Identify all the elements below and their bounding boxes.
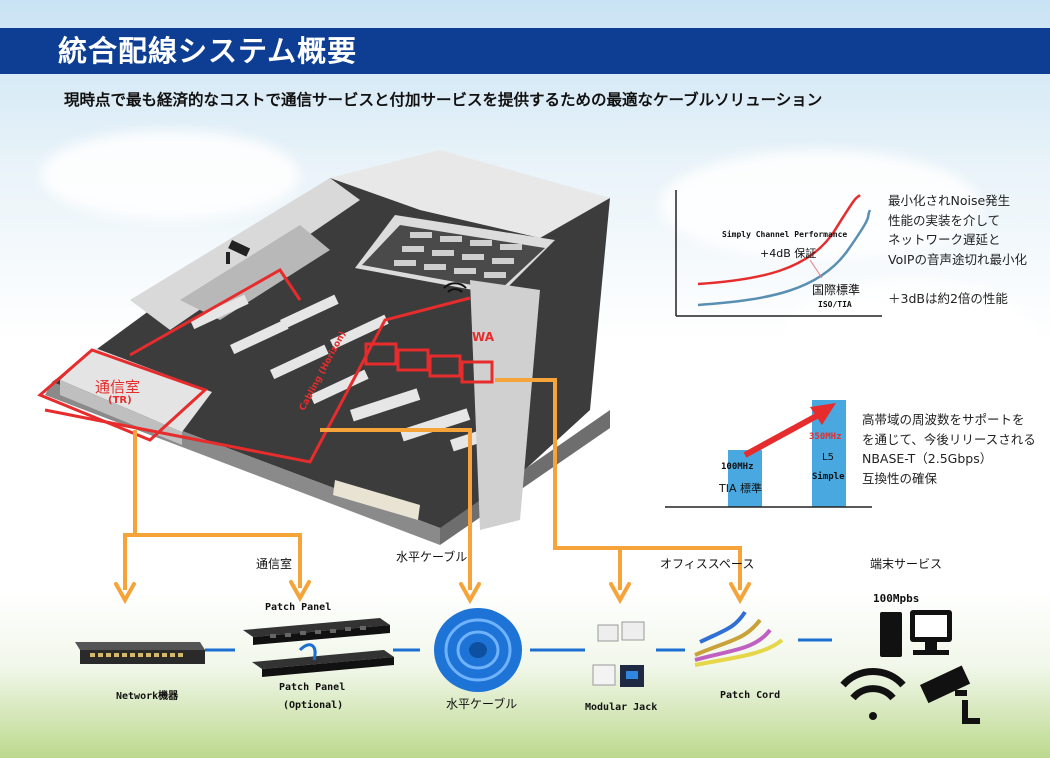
office-desks (190, 294, 511, 452)
flow-label-office: オフィススペース (660, 557, 755, 571)
title-bar (0, 28, 1050, 74)
computer-icon (880, 610, 952, 657)
cabling-outline (44, 296, 471, 464)
cable-label: 水平ケーブル (446, 697, 518, 711)
growth-arrowhead (810, 403, 836, 425)
page-subtitle: 現時点で最も経済的なコストで通信サービスと付加サービスを提供するための最適なケー… (64, 91, 823, 109)
bandwidth-notes: 高帯域の周波数をサポートを を通じて、今後リリースされる NBASE-T（2.5… (862, 410, 1036, 488)
cctv-icon (226, 239, 251, 264)
note-line: ネットワーク遅延と (888, 232, 1001, 247)
flow-label-tr: 通信室 (256, 557, 293, 571)
note-line: VoIPの音声途切れ最小化 (888, 251, 1027, 267)
cable-reel-icon (434, 608, 522, 692)
performance-chart (675, 190, 882, 317)
cloud (780, 280, 1040, 400)
wa-outlines (364, 342, 494, 384)
wifi-icon (840, 668, 906, 720)
note-line: NBASE-T（2.5Gbps） (862, 451, 993, 466)
tr-room-wall (60, 348, 212, 432)
bar1-label: TIA 標準 (719, 482, 762, 495)
cord-label: Patch Cord (720, 690, 781, 701)
delta-marker (809, 259, 823, 279)
modular-jack-icon (592, 621, 645, 687)
note-line: 性能の実装を介して (888, 212, 1001, 228)
note-line: 最小化されNoise発生 (888, 193, 1011, 208)
note-line: を通じて、今後リリースされる (862, 431, 1036, 447)
patch-cord-icon (694, 610, 784, 667)
cloud (40, 130, 300, 220)
patch-panel-optional-sublabel: (Optional) (283, 700, 344, 711)
curve-label-guarantee: +4dB 保証 (760, 247, 817, 260)
standard-label: 国際標準 (812, 283, 861, 297)
note-line: 互換性の確保 (862, 470, 938, 486)
wa-label: WA (472, 330, 494, 344)
patch-panel-icon (243, 618, 390, 645)
orange-lines (123, 378, 742, 590)
shelves (333, 480, 420, 520)
wifi-icon (443, 282, 467, 293)
tr-room-outline (37, 348, 208, 442)
standard-sublabel: ISO/TIA (818, 300, 852, 309)
growth-arrow (743, 410, 824, 458)
room-walls (330, 150, 610, 238)
cctv-icon (919, 665, 980, 724)
curve-label: Simply Channel Performance (722, 230, 848, 239)
patch-panel-optional-icon (252, 643, 394, 677)
training-desks (394, 232, 522, 278)
flow-label-terminal: 端末サービス (870, 557, 943, 571)
tr-room-wall (60, 380, 182, 445)
bar2-sublabel: Simple (812, 472, 845, 482)
patch-panel-optional-label: Patch Panel (279, 682, 346, 693)
flow-label-horizontal: 水平ケーブル (396, 550, 468, 564)
note-line: 高帯域の周波数をサポートを (862, 412, 1025, 427)
patch-panel-label: Patch Panel (265, 602, 332, 613)
bandwidth-chart (665, 400, 872, 508)
red-curve (697, 194, 861, 286)
jack-label: Modular Jack (585, 702, 658, 713)
network-label: Network機器 (116, 691, 179, 702)
tr-room-label: 通信室 (95, 378, 141, 396)
arrowheads (114, 580, 751, 605)
bar2-label: L5 (822, 452, 834, 463)
page-title: 統合配線システム概要 (58, 34, 358, 68)
bar1-value: 100MHz (721, 462, 754, 472)
blue-links (205, 638, 832, 652)
right-wall (470, 280, 540, 530)
tr-room-sublabel: (TR) (108, 395, 132, 406)
left-rooms-inner (180, 225, 330, 320)
bar-tia (728, 450, 762, 507)
blue-curve (697, 209, 872, 307)
performance-note-3db: ＋3dBは約2倍の性能 (888, 291, 1008, 306)
cabling-outline (129, 268, 302, 357)
speed-label: 100Mpbs (873, 592, 920, 605)
bar2-value: 350MHz (809, 432, 842, 442)
cloud (660, 150, 980, 260)
network-switch-icon (75, 642, 205, 664)
performance-notes: 最小化されNoise発生 性能の実装を介して ネットワーク遅延と VoIPの音声… (888, 191, 1027, 269)
